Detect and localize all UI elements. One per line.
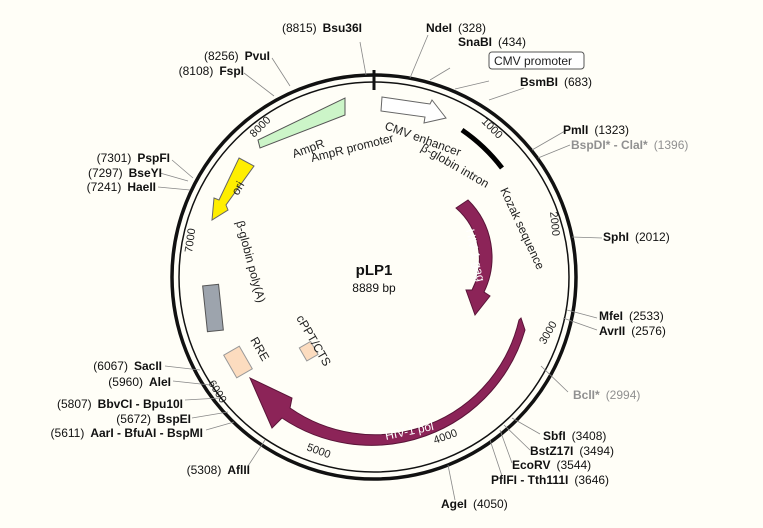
label-rre: RRE xyxy=(247,335,272,364)
feature-rre xyxy=(223,345,253,379)
site-alei[interactable]: (5960)AleI xyxy=(108,375,171,389)
site-snabi[interactable]: SnaBI(434) xyxy=(458,35,526,49)
site-leaders xyxy=(157,34,603,501)
feature-beta-globin-polya xyxy=(202,283,224,333)
site-bsmbi[interactable]: BsmBI(683) xyxy=(520,75,592,89)
site-avrii[interactable]: AvrII(2576) xyxy=(599,324,666,338)
site-pspfi[interactable]: (7301)PspFI xyxy=(97,151,170,165)
site-bcli[interactable]: BclI*(2994) xyxy=(573,388,640,402)
label-beta-globin-polya: β-globin poly(A) xyxy=(233,219,268,304)
feature-hiv1-pol[interactable] xyxy=(249,317,526,446)
site-pvui[interactable]: (8256)PvuI xyxy=(204,49,270,63)
site-haeii[interactable]: (7241)HaeII xyxy=(87,180,156,194)
tick-3000: 3000 xyxy=(537,319,560,346)
label-cppt: cPPT/CTS xyxy=(293,313,333,369)
feature-hiv1-gag[interactable] xyxy=(455,199,493,317)
site-aflii[interactable]: (5308)AflII xyxy=(187,463,250,477)
site-pflfi-tth111i[interactable]: PflFI - Tth111I(3646) xyxy=(491,473,609,487)
site-ndei[interactable]: NdeI(328) xyxy=(426,21,486,35)
tick-5000: 5000 xyxy=(305,442,332,462)
plasmid-size: 8889 bp xyxy=(352,281,396,295)
label-kozak: Kozak sequence xyxy=(497,185,547,272)
site-agei[interactable]: AgeI(4050) xyxy=(441,497,508,511)
label-ampr-promoter: AmpR promoter xyxy=(309,131,395,165)
cmv-promoter-box xyxy=(488,51,585,70)
feature-beta-globin-intron xyxy=(460,127,504,170)
site-pmli[interactable]: PmlI(1323) xyxy=(563,123,629,137)
site-sacii[interactable]: (6067)SacII xyxy=(93,359,162,373)
label-ori: ori xyxy=(228,179,247,198)
site-bspdi-clai[interactable]: BspDI* - ClaI*(1396) xyxy=(571,138,688,152)
site-fspi[interactable]: (8108)FspI xyxy=(179,64,244,78)
site-aari-bfuai-bspmi[interactable]: (5611)AarI - BfuAI - BspMI xyxy=(51,426,203,440)
feature-ori[interactable] xyxy=(211,157,255,221)
feature-ampr[interactable] xyxy=(257,97,346,149)
plasmid-name: pLP1 xyxy=(356,262,393,279)
site-ecorv[interactable]: EcoRV(3544) xyxy=(512,458,591,472)
site-bstz17i[interactable]: BstZ17I(3494) xyxy=(530,444,614,458)
site-bbvci-bpu10i[interactable]: (5807)BbvCI - Bpu10I xyxy=(57,397,183,411)
site-bseyi[interactable]: (7297)BseYI xyxy=(88,166,162,180)
site-mfei[interactable]: MfeI(2533) xyxy=(599,309,664,323)
site-sphi[interactable]: SphI(2012) xyxy=(603,230,670,244)
site-cmv-promoter[interactable]: CMV promoter xyxy=(494,54,572,68)
feature-cppt xyxy=(298,340,319,362)
feature-cmv-enhancer[interactable] xyxy=(380,96,447,124)
site-bspei[interactable]: (5672)BspEI xyxy=(116,412,191,426)
tick-2000: 2000 xyxy=(547,211,561,237)
tick-7000: 7000 xyxy=(183,228,198,254)
site-sbfi[interactable]: SbfI(3408) xyxy=(543,429,606,443)
site-bsu36i[interactable]: (8815)Bsu36I xyxy=(282,21,362,35)
